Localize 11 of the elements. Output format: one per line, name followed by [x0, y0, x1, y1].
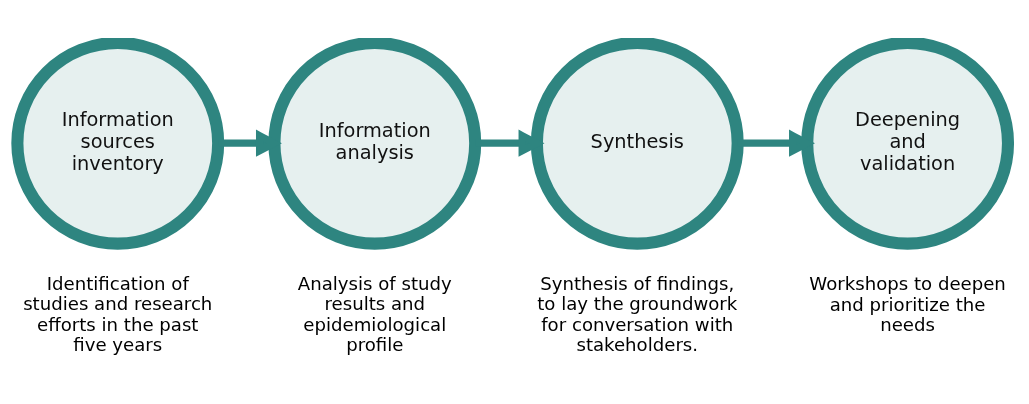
node-circle: Deepening and validation	[801, 37, 1015, 250]
arrow	[475, 129, 545, 157]
node-label: Synthesis of findings, to lay the groundwork for conversation with stakeholders.	[537, 272, 738, 355]
node-circle: Information analysis	[268, 37, 482, 250]
node-label: Workshops to deepen and prioritize the needs	[809, 272, 1006, 335]
node-circle: Synthesis	[530, 37, 744, 250]
node-label: Identification of studies and research efforts in the past five years	[23, 272, 213, 355]
arrow	[218, 129, 282, 157]
node-label: Analysis of study results and epidemiological profile	[297, 272, 452, 355]
node-circle: Information sources inventory	[11, 37, 225, 250]
arrow	[737, 129, 815, 157]
